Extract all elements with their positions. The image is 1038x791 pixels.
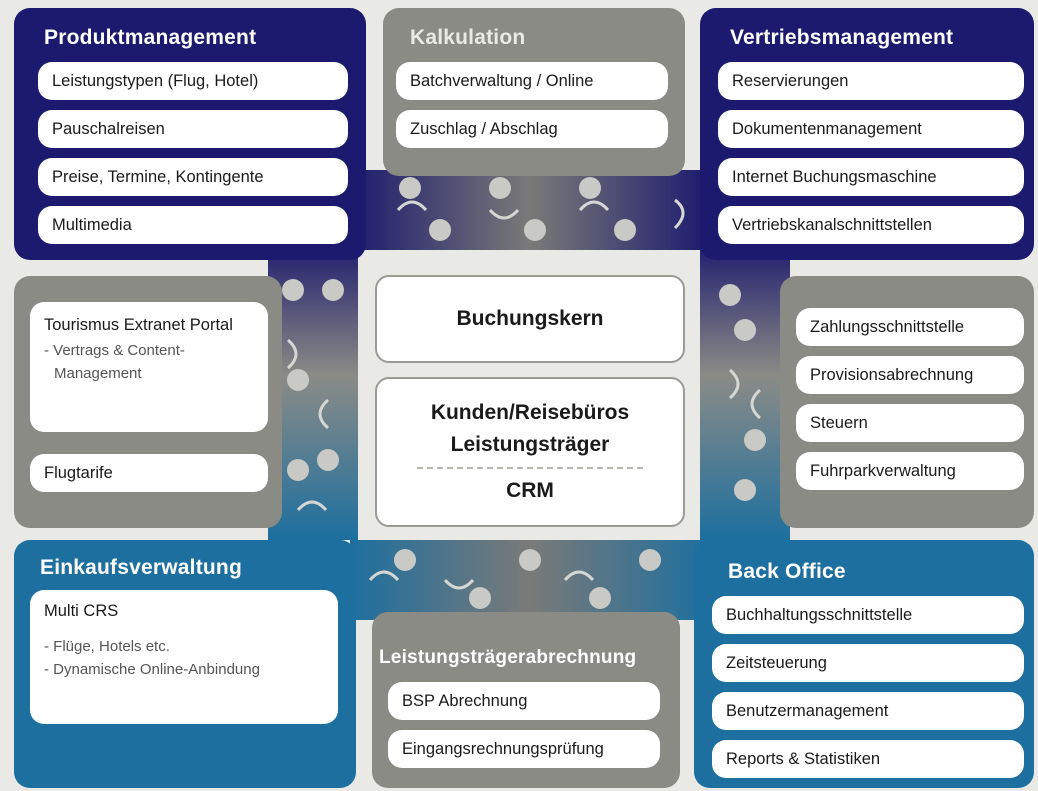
crm-divider xyxy=(417,467,643,469)
backoffice-item: Zeitsteuerung xyxy=(712,644,1024,682)
backoffice-title: Back Office xyxy=(728,560,846,583)
kalkulation-title: Kalkulation xyxy=(410,26,526,49)
tourismus-portal-sub: Management xyxy=(54,365,142,382)
multi-crs-sub: - Flüge, Hotels etc. xyxy=(44,638,170,655)
vertriebsmanagement-item: Dokumentenmanagement xyxy=(718,110,1024,148)
right-middle-item: Steuern xyxy=(796,404,1024,442)
tourismus-portal-card: Tourismus Extranet Portal - Vertrags & C… xyxy=(30,302,268,432)
buchungskern-box: Buchungskern xyxy=(375,275,685,363)
puzzle-connector-left xyxy=(268,240,358,540)
vertriebsmanagement-item: Reservierungen xyxy=(718,62,1024,100)
flugtarife-item: Flugtarife xyxy=(30,454,268,492)
leistungstraeger-title: Leistungsträgerabrechnung xyxy=(379,647,637,668)
kalkulation-item: Batchverwaltung / Online xyxy=(396,62,668,100)
multi-crs-sub: - Dynamische Online-Anbindung xyxy=(44,661,260,678)
tourismus-portal-sub: - Vertrags & Content- xyxy=(44,342,185,359)
vertriebsmanagement-title: Vertriebsmanagement xyxy=(730,26,954,49)
leistungstraeger-item: BSP Abrechnung xyxy=(388,682,660,720)
vertriebsmanagement-item: Internet Buchungsmaschine xyxy=(718,158,1024,196)
leistungstraeger-item: Eingangsrechnungsprüfung xyxy=(388,730,660,768)
puzzle-connector-top xyxy=(350,170,710,250)
einkaufsverwaltung-title: Einkaufsverwaltung xyxy=(40,556,242,579)
buchungskern-label: Buchungskern xyxy=(456,307,604,330)
kunden-label: Kunden/Reisebüros xyxy=(430,401,630,424)
right-middle-item: Fuhrparkverwaltung xyxy=(796,452,1024,490)
vertriebsmanagement-item: Vertriebskanalschnittstellen xyxy=(718,206,1024,244)
produktmanagement-item: Leistungstypen (Flug, Hotel) xyxy=(38,62,348,100)
backoffice-item: Benutzermanagement xyxy=(712,692,1024,730)
multi-crs-card: Multi CRS - Flüge, Hotels etc. - Dynamis… xyxy=(30,590,338,724)
right-middle-item: Provisionsabrechnung xyxy=(796,356,1024,394)
puzzle-connector-bottom xyxy=(350,540,710,620)
backoffice-item: Buchhaltungsschnittstelle xyxy=(712,596,1024,634)
kalkulation-item: Zuschlag / Abschlag xyxy=(396,110,668,148)
crm-box: Kunden/Reisebüros Leistungsträger CRM xyxy=(375,377,685,527)
right-middle-item: Zahlungsschnittstelle xyxy=(796,308,1024,346)
puzzle-connector-right xyxy=(700,240,790,540)
produktmanagement-item: Multimedia xyxy=(38,206,348,244)
multi-crs-title: Multi CRS xyxy=(44,602,119,620)
tourismus-portal-title: Tourismus Extranet Portal xyxy=(44,316,233,334)
produktmanagement-item: Pauschalreisen xyxy=(38,110,348,148)
leistungstraeger-label: Leistungsträger xyxy=(450,433,610,456)
produktmanagement-item: Preise, Termine, Kontingente xyxy=(38,158,348,196)
produktmanagement-title: Produktmanagement xyxy=(44,26,257,49)
crm-label: CRM xyxy=(506,479,554,502)
backoffice-item: Reports & Statistiken xyxy=(712,740,1024,778)
